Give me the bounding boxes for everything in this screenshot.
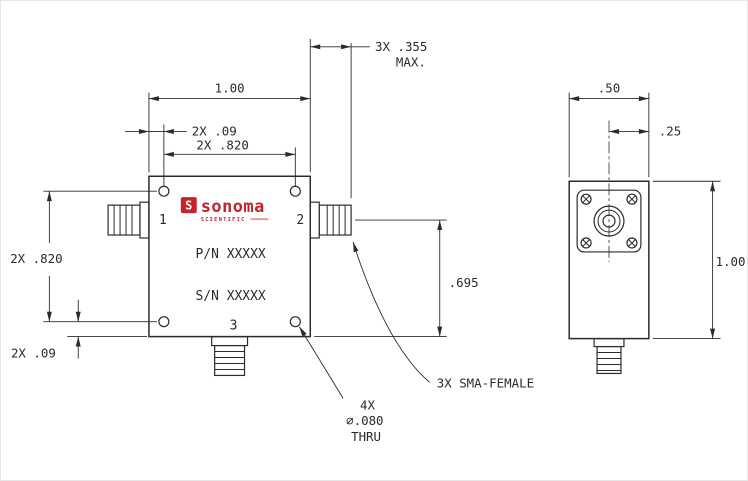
- flange-screw: [580, 193, 592, 205]
- extension-lines: [148, 38, 311, 173]
- port2-flange: [309, 201, 320, 239]
- port3-barrel: [214, 344, 246, 377]
- dim-center-offset-text: .25: [659, 123, 681, 138]
- extension-lines: [568, 92, 650, 178]
- port3-flange: [211, 336, 249, 347]
- port1-flange: [139, 201, 150, 239]
- dim-hole-spacing-left-text: 2X .820: [10, 251, 62, 266]
- dim-protrusion-max-text: MAX.: [396, 55, 426, 70]
- mounting-hole: [289, 316, 301, 328]
- logo-tagline: SCIENTIFIC: [201, 217, 246, 223]
- side-bottom-flange: [593, 337, 625, 348]
- dim-protrusion: 3X .355 MAX.: [310, 39, 427, 199]
- dim-protrusion-text: 3X .355: [375, 39, 427, 54]
- port3-label: 3: [230, 319, 238, 334]
- leader-line: [298, 326, 344, 399]
- dim-hole-spacing-top: 2X .820: [163, 137, 296, 187]
- logo-mark: S: [185, 199, 192, 213]
- dim-edge-offset-left-text: 2X .09: [11, 346, 56, 361]
- logo-name: sonoma: [201, 196, 265, 216]
- callout-sma-text: 3X SMA-FEMALE: [437, 375, 534, 390]
- dim-edge-offset-top-text: 2X .09: [192, 123, 237, 138]
- dim-width-text: 1.00: [215, 81, 245, 96]
- front-view: S sonoma SCIENTIFIC 1 2 3 P/N XXXXX S/N …: [107, 175, 352, 377]
- port1-barrel: [107, 204, 141, 236]
- dim-hole-spacing-top-text: 2X .820: [196, 137, 248, 152]
- port1-thread-lines: [113, 205, 133, 236]
- callout-holes: 4X ⌀.080 THRU: [298, 326, 384, 444]
- part-number-text: P/N XXXXX: [196, 247, 266, 262]
- mounting-hole: [158, 185, 170, 197]
- front-body: [148, 175, 312, 338]
- port2-connector: [309, 201, 352, 239]
- flange-screw: [626, 237, 638, 249]
- front-dimensions: 1.00 2X .09 2X .820 2X .820: [10, 39, 534, 444]
- port3-thread-lines: [214, 351, 245, 370]
- port2-label: 2: [296, 213, 304, 228]
- side-view: [568, 120, 650, 375]
- mounting-hole: [289, 185, 301, 197]
- dim-side-height: 1.00: [652, 180, 746, 340]
- port2-thread-lines: [326, 205, 346, 236]
- dim-side-height-text: 1.00: [716, 254, 746, 269]
- extension-lines: [43, 190, 157, 323]
- mounting-hole: [158, 316, 170, 328]
- port1-label: 1: [159, 213, 167, 228]
- side-bottom-connector: [593, 337, 625, 375]
- port3-connector: [211, 336, 249, 377]
- dim-side-width: .50: [568, 81, 650, 178]
- side-bottom-thread-lines: [597, 352, 621, 371]
- side-bottom-barrel: [596, 345, 622, 375]
- callout-sma: 3X SMA-FEMALE: [352, 241, 534, 390]
- dim-port-height-text: .695: [449, 275, 479, 290]
- dim-hole-spacing-left: 2X .820: [10, 190, 157, 323]
- callout-holes-dia-text: ⌀.080: [346, 413, 383, 428]
- callout-holes-qty-text: 4X: [360, 397, 375, 412]
- logo: S sonoma SCIENTIFIC: [180, 196, 269, 223]
- port2-barrel: [318, 204, 352, 236]
- flange-screw: [626, 193, 638, 205]
- dim-side-width-text: .50: [598, 81, 620, 96]
- dim-edge-offset-left: 2X .09: [11, 299, 147, 361]
- serial-number-text: S/N XXXXX: [196, 289, 266, 304]
- port1-connector: [107, 201, 150, 239]
- flange-screws: [580, 193, 638, 249]
- side-dimensions: .50 .25 1.00: [568, 81, 746, 340]
- flange-screw: [580, 237, 592, 249]
- extension-lines: [652, 180, 721, 340]
- callout-holes-thru-text: THRU: [351, 429, 381, 444]
- dim-center-offset: .25: [609, 123, 681, 138]
- logo-mark-box: [180, 197, 197, 214]
- dim-port-height: .695: [314, 219, 479, 338]
- dim-width-top: 1.00: [148, 38, 311, 173]
- leader-line: [352, 241, 431, 383]
